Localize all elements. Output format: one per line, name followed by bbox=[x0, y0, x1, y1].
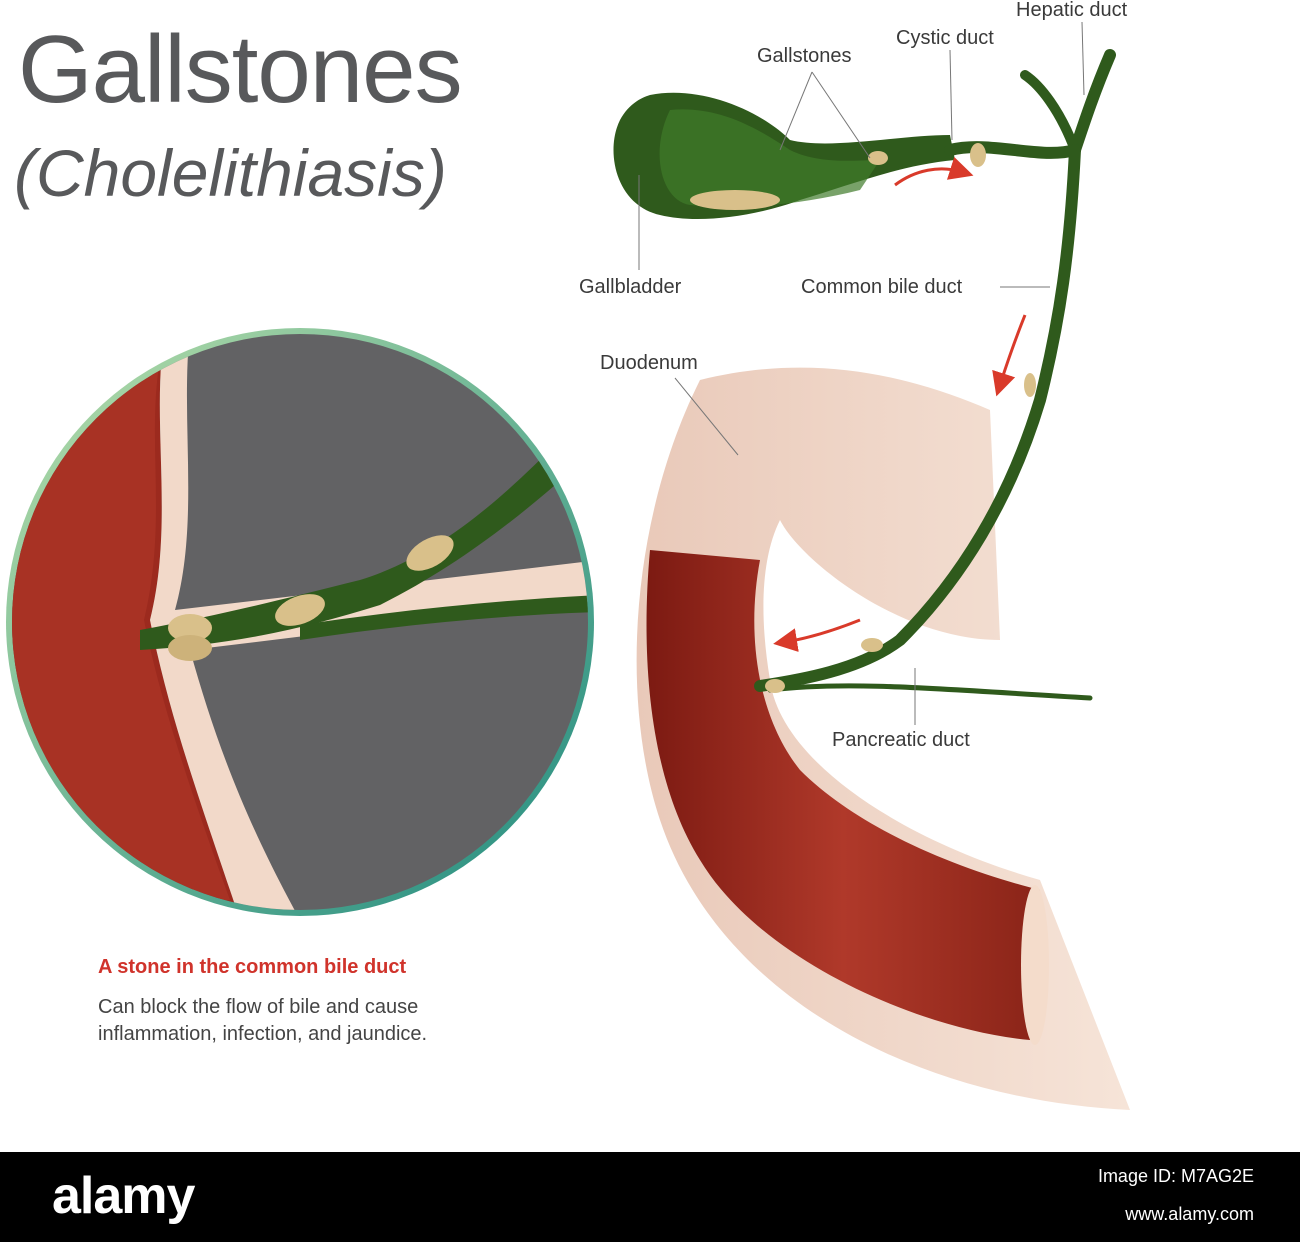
label-gallbladder: Gallbladder bbox=[579, 276, 682, 298]
bile-ducts bbox=[754, 49, 1116, 701]
label-gallstones: Gallstones bbox=[757, 45, 852, 67]
label-hepatic-duct: Hepatic duct bbox=[1016, 0, 1128, 21]
zoom-inset bbox=[6, 328, 594, 916]
callout-text: Can block the flow of bile and cause inf… bbox=[98, 996, 428, 1045]
illustration bbox=[6, 21, 1130, 1110]
brand-logo: alamy bbox=[52, 1167, 195, 1225]
duodenum bbox=[636, 367, 1130, 1110]
duct-stones bbox=[765, 143, 1036, 693]
label-duodenum: Duodenum bbox=[600, 352, 698, 374]
gallbladder bbox=[613, 92, 955, 220]
label-pancreatic-duct: Pancreatic duct bbox=[832, 729, 970, 751]
leader-lines bbox=[638, 21, 1085, 725]
page-subtitle: (Cholelithiasis) bbox=[14, 136, 447, 210]
image-id: Image ID: M7AG2E bbox=[1097, 1166, 1254, 1186]
page-title: Gallstones bbox=[18, 16, 463, 123]
callout-title: A stone in the common bile duct bbox=[98, 956, 407, 978]
site-url: www.alamy.com bbox=[1125, 1204, 1254, 1224]
footer-bar: alamy Image ID: M7AG2E www.alamy.com bbox=[0, 1152, 1300, 1242]
label-cystic-duct: Cystic duct bbox=[896, 27, 994, 49]
flow-arrows bbox=[773, 156, 1027, 652]
label-common-bile-duct: Common bile duct bbox=[801, 276, 963, 298]
